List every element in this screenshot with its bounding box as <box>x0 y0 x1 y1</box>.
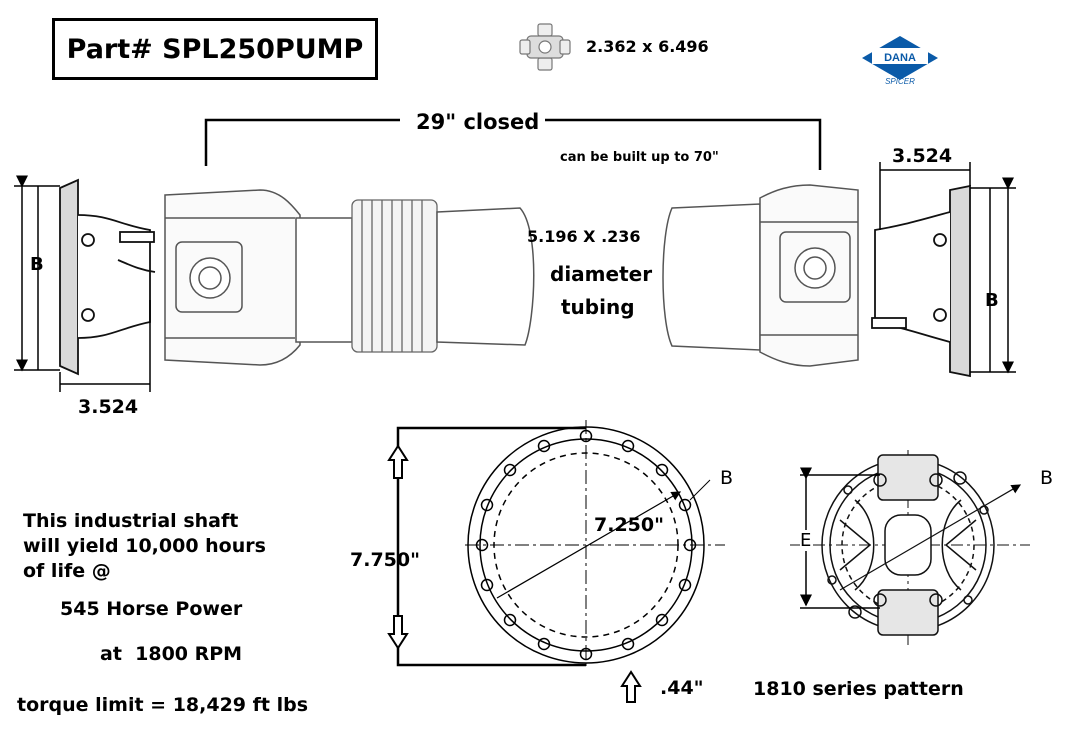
pattern-b-label: B <box>1040 467 1054 489</box>
horsepower-label: 545 Horse Power <box>60 598 243 620</box>
max-length-note: can be built up to 70" <box>560 150 719 165</box>
left-depth-label: 3.524 <box>78 396 139 418</box>
pattern-label: 1810 series pattern <box>753 678 964 700</box>
e-dimension <box>800 467 880 609</box>
left-b-label: B <box>30 254 44 275</box>
svg-text:DANA: DANA <box>884 52 916 64</box>
outer-diameter-label: 7.750" <box>350 549 420 571</box>
part-number-box: Part# SPL250PUMP <box>52 18 378 80</box>
right-b-dimension <box>970 177 1016 374</box>
pattern-1810 <box>790 450 1030 645</box>
tubing-size-label: 5.196 X .236 <box>527 227 641 246</box>
ujoint-size-label: 2.362 x 6.496 <box>586 37 709 56</box>
outer-diameter-dimension <box>396 426 586 667</box>
spec-line-3: of life @ <box>23 560 111 582</box>
rpm-label: at 1800 RPM <box>100 643 243 665</box>
arrow-up-icon <box>387 444 409 479</box>
right-flange <box>871 184 971 378</box>
ujoint-icon <box>519 23 571 71</box>
tube-break <box>436 203 761 351</box>
left-depth-dimension <box>59 300 151 392</box>
right-depth-label: 3.524 <box>892 145 953 167</box>
arrow-down-icon <box>387 615 409 650</box>
slip-boot <box>351 199 438 353</box>
flange-b-label: B <box>720 467 734 489</box>
tubing-label: tubing <box>561 295 635 319</box>
bolt-circle-label: 7.250" <box>594 514 664 536</box>
closed-length-label: 29" closed <box>412 110 544 134</box>
dana-spicer-logo: DANA SPICER <box>862 36 938 86</box>
hole-diameter-label: .44" <box>660 677 704 699</box>
right-depth-dimension <box>879 162 971 230</box>
flange-face <box>465 420 725 670</box>
left-yoke <box>164 189 301 366</box>
svg-text:SPICER: SPICER <box>885 77 915 86</box>
spec-line-1: This industrial shaft <box>23 510 239 532</box>
left-b-dimension <box>14 175 60 372</box>
left-tube <box>295 217 353 343</box>
right-b-label: B <box>985 290 999 311</box>
closed-length-dimension <box>204 118 822 170</box>
hole-arrow-icon <box>620 670 642 703</box>
torque-label: torque limit = 18,429 ft lbs <box>17 694 309 716</box>
right-yoke <box>759 184 859 367</box>
left-flange <box>59 178 156 376</box>
pattern-e-label: E <box>800 530 812 551</box>
spec-line-2: will yield 10,000 hours <box>23 535 266 557</box>
part-number: Part# SPL250PUMP <box>66 33 364 65</box>
tubing-diameter-label: diameter <box>550 262 653 286</box>
